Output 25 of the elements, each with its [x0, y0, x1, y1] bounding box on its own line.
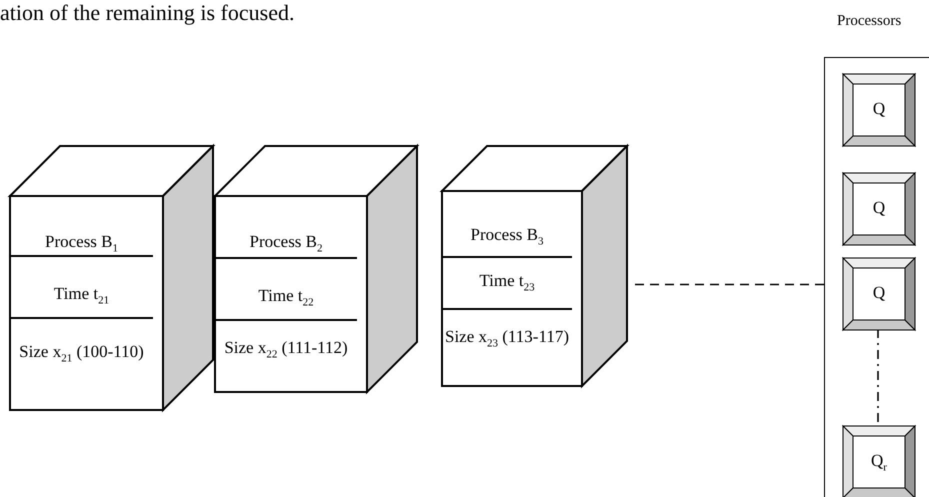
process-name: Process B$_{1}$ — [44, 232, 120, 256]
dashed-line — [635, 284, 824, 286]
processor-box — [843, 173, 915, 245]
processor-box — [843, 74, 915, 146]
time-label: Time t$_{22}$ — [257, 286, 315, 310]
time-label: Time t$_{21}$ — [52, 284, 110, 308]
processor-label: Q — [872, 99, 886, 119]
size-label: Size x$_{23}$ (113-117) — [444, 327, 570, 352]
size-label: Size x$_{21}$ (100-110) — [18, 342, 145, 366]
processor-label: Q — [872, 198, 886, 218]
top-sentence: ation of the remaining is focused. — [0, 0, 294, 26]
panel-heading: Processors — [837, 13, 902, 30]
dashed-line — [877, 329, 879, 425]
processor-label: Q$_{r}$ — [870, 451, 888, 476]
panel — [824, 57, 929, 497]
processor-box — [843, 426, 915, 497]
box-drawing — [442, 146, 627, 386]
box-drawing — [215, 146, 417, 392]
process-name: Process B$_{2}$ — [248, 232, 324, 256]
box-drawing — [10, 146, 213, 410]
processor-box — [843, 258, 915, 330]
time-label: Time t$_{23}$ — [478, 271, 536, 296]
size-label: Size x$_{22}$ (111-112) — [223, 338, 349, 362]
processor-label: Q — [872, 283, 886, 303]
process-name: Process B$_{3}$ — [469, 225, 545, 250]
